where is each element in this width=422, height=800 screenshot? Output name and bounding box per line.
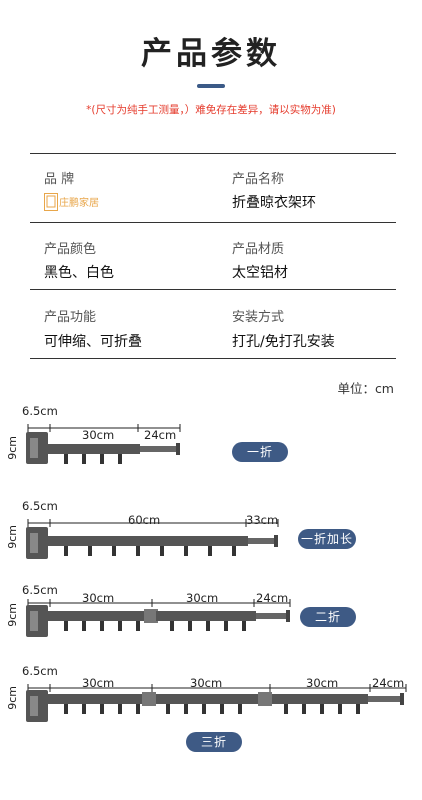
- height-label: 9cm: [6, 603, 19, 627]
- product-color-value: 黑色、白色: [44, 265, 114, 281]
- rack-one-fold: 6.5cm 30cm 24cm 9cm 一折: [0, 404, 422, 475]
- install-method-label: 安装方式: [232, 310, 285, 325]
- product-name-value: 折叠晾衣架环: [232, 195, 316, 211]
- disclaimer-note: *(尺寸为纯手工测量，）难免存在差异，请以实物为准): [86, 104, 336, 116]
- height-label: 9cm: [6, 525, 19, 549]
- segment-length-label: 30cm: [306, 676, 339, 690]
- product-color-label: 产品颜色: [44, 242, 97, 257]
- segment-length-label: 30cm: [82, 676, 115, 690]
- segment-length-label: 30cm: [186, 591, 219, 605]
- product-material-label: 产品材质: [232, 242, 285, 257]
- svg-text:庄鹏家居: 庄鹏家居: [59, 196, 99, 209]
- install-method-value: 打孔/免打孔安装: [232, 334, 335, 350]
- segment-length-label: 30cm: [82, 591, 115, 605]
- base-width-label: 6.5cm: [22, 499, 58, 513]
- unit-label: 单位：cm: [337, 381, 394, 396]
- product-function-label: 产品功能: [44, 310, 97, 325]
- page-title: 产品参数: [141, 36, 281, 72]
- rack-diagram: [26, 424, 181, 464]
- table-divider: [30, 222, 396, 223]
- tip-length-label: 24cm: [372, 676, 405, 690]
- rack-diagram: [26, 599, 291, 637]
- table-divider: [30, 153, 396, 154]
- tip-length-label: 33cm: [246, 513, 279, 527]
- tip-length-label: 24cm: [144, 428, 177, 442]
- base-width-label: 6.5cm: [22, 664, 58, 678]
- brand-logo: 庄鹏家居: [44, 193, 102, 211]
- tip-length-label: 24cm: [256, 591, 289, 605]
- rack-type-badge: 二折: [300, 607, 356, 627]
- rack-three-fold: 6.5cm 30cm 30cm 30cm 24cm 9cm 三折: [0, 664, 422, 758]
- height-label: 9cm: [6, 686, 19, 710]
- rack-type-badge: 一折加长: [298, 529, 356, 549]
- product-name-label: 产品名称: [232, 172, 285, 187]
- product-function-value: 可伸缩、可折叠: [44, 334, 142, 350]
- segment-length-label: 30cm: [82, 428, 115, 442]
- height-label: 9cm: [6, 436, 19, 460]
- segment-length-label: 60cm: [128, 513, 161, 527]
- base-width-label: 6.5cm: [22, 404, 58, 418]
- segment-length-label: 30cm: [190, 676, 223, 690]
- rack-diagram: [26, 519, 279, 559]
- rack-one-fold-extended: 6.5cm 60cm 33cm 9cm 一折加长: [0, 499, 422, 570]
- product-material-value: 太空铝材: [232, 265, 288, 281]
- rack-type-badge: 一折: [232, 442, 288, 462]
- brand-label: 品 牌: [44, 172, 75, 187]
- rack-two-fold: 6.5cm 30cm 30cm 24cm 9cm 二折: [0, 583, 422, 655]
- table-divider: [30, 289, 396, 290]
- rack-type-badge: 三折: [186, 732, 242, 752]
- rack-diagram: [26, 684, 407, 722]
- base-width-label: 6.5cm: [22, 583, 58, 597]
- title-underline: [197, 84, 225, 88]
- table-divider: [30, 358, 396, 359]
